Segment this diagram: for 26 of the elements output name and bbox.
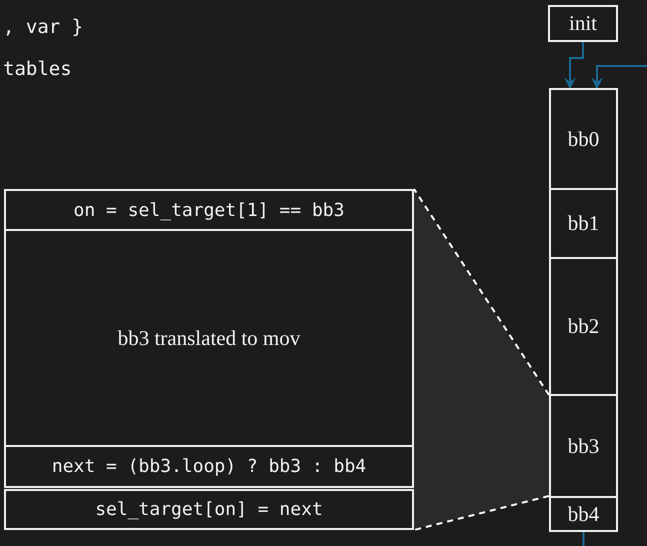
code-text: bb0 xyxy=(568,126,600,152)
code-row-box xyxy=(4,489,414,530)
basic-block-box xyxy=(549,88,618,190)
code-row-box xyxy=(4,445,414,488)
code-text: bb1 xyxy=(568,211,600,236)
code-row-box xyxy=(4,189,414,231)
zoom-guide-line xyxy=(413,188,550,396)
arrow xyxy=(564,42,584,90)
code-text: next = (bb3.loop) ? bb3 : bb4 xyxy=(52,456,366,477)
basic-block-box xyxy=(549,496,618,532)
code-text: bb3 xyxy=(568,434,600,458)
zoom-guide-line xyxy=(414,495,550,531)
code-text: bb2 xyxy=(568,314,600,339)
arrow xyxy=(591,65,647,90)
code-text: init xyxy=(568,11,597,36)
basic-block-box xyxy=(549,257,618,396)
code-text: , var } xyxy=(3,16,84,38)
basic-block-box xyxy=(549,188,618,259)
code-text: bb4 xyxy=(568,502,600,526)
code-text: tables xyxy=(3,58,72,80)
code-row-box xyxy=(4,229,414,447)
code-text: bb3 translated to mov xyxy=(118,326,300,350)
entry-box xyxy=(548,5,618,42)
code-text: on = sel_target[1] == bb3 xyxy=(74,200,344,220)
code-text: sel_target[on] = next xyxy=(95,499,323,520)
basic-block-box xyxy=(549,394,618,498)
